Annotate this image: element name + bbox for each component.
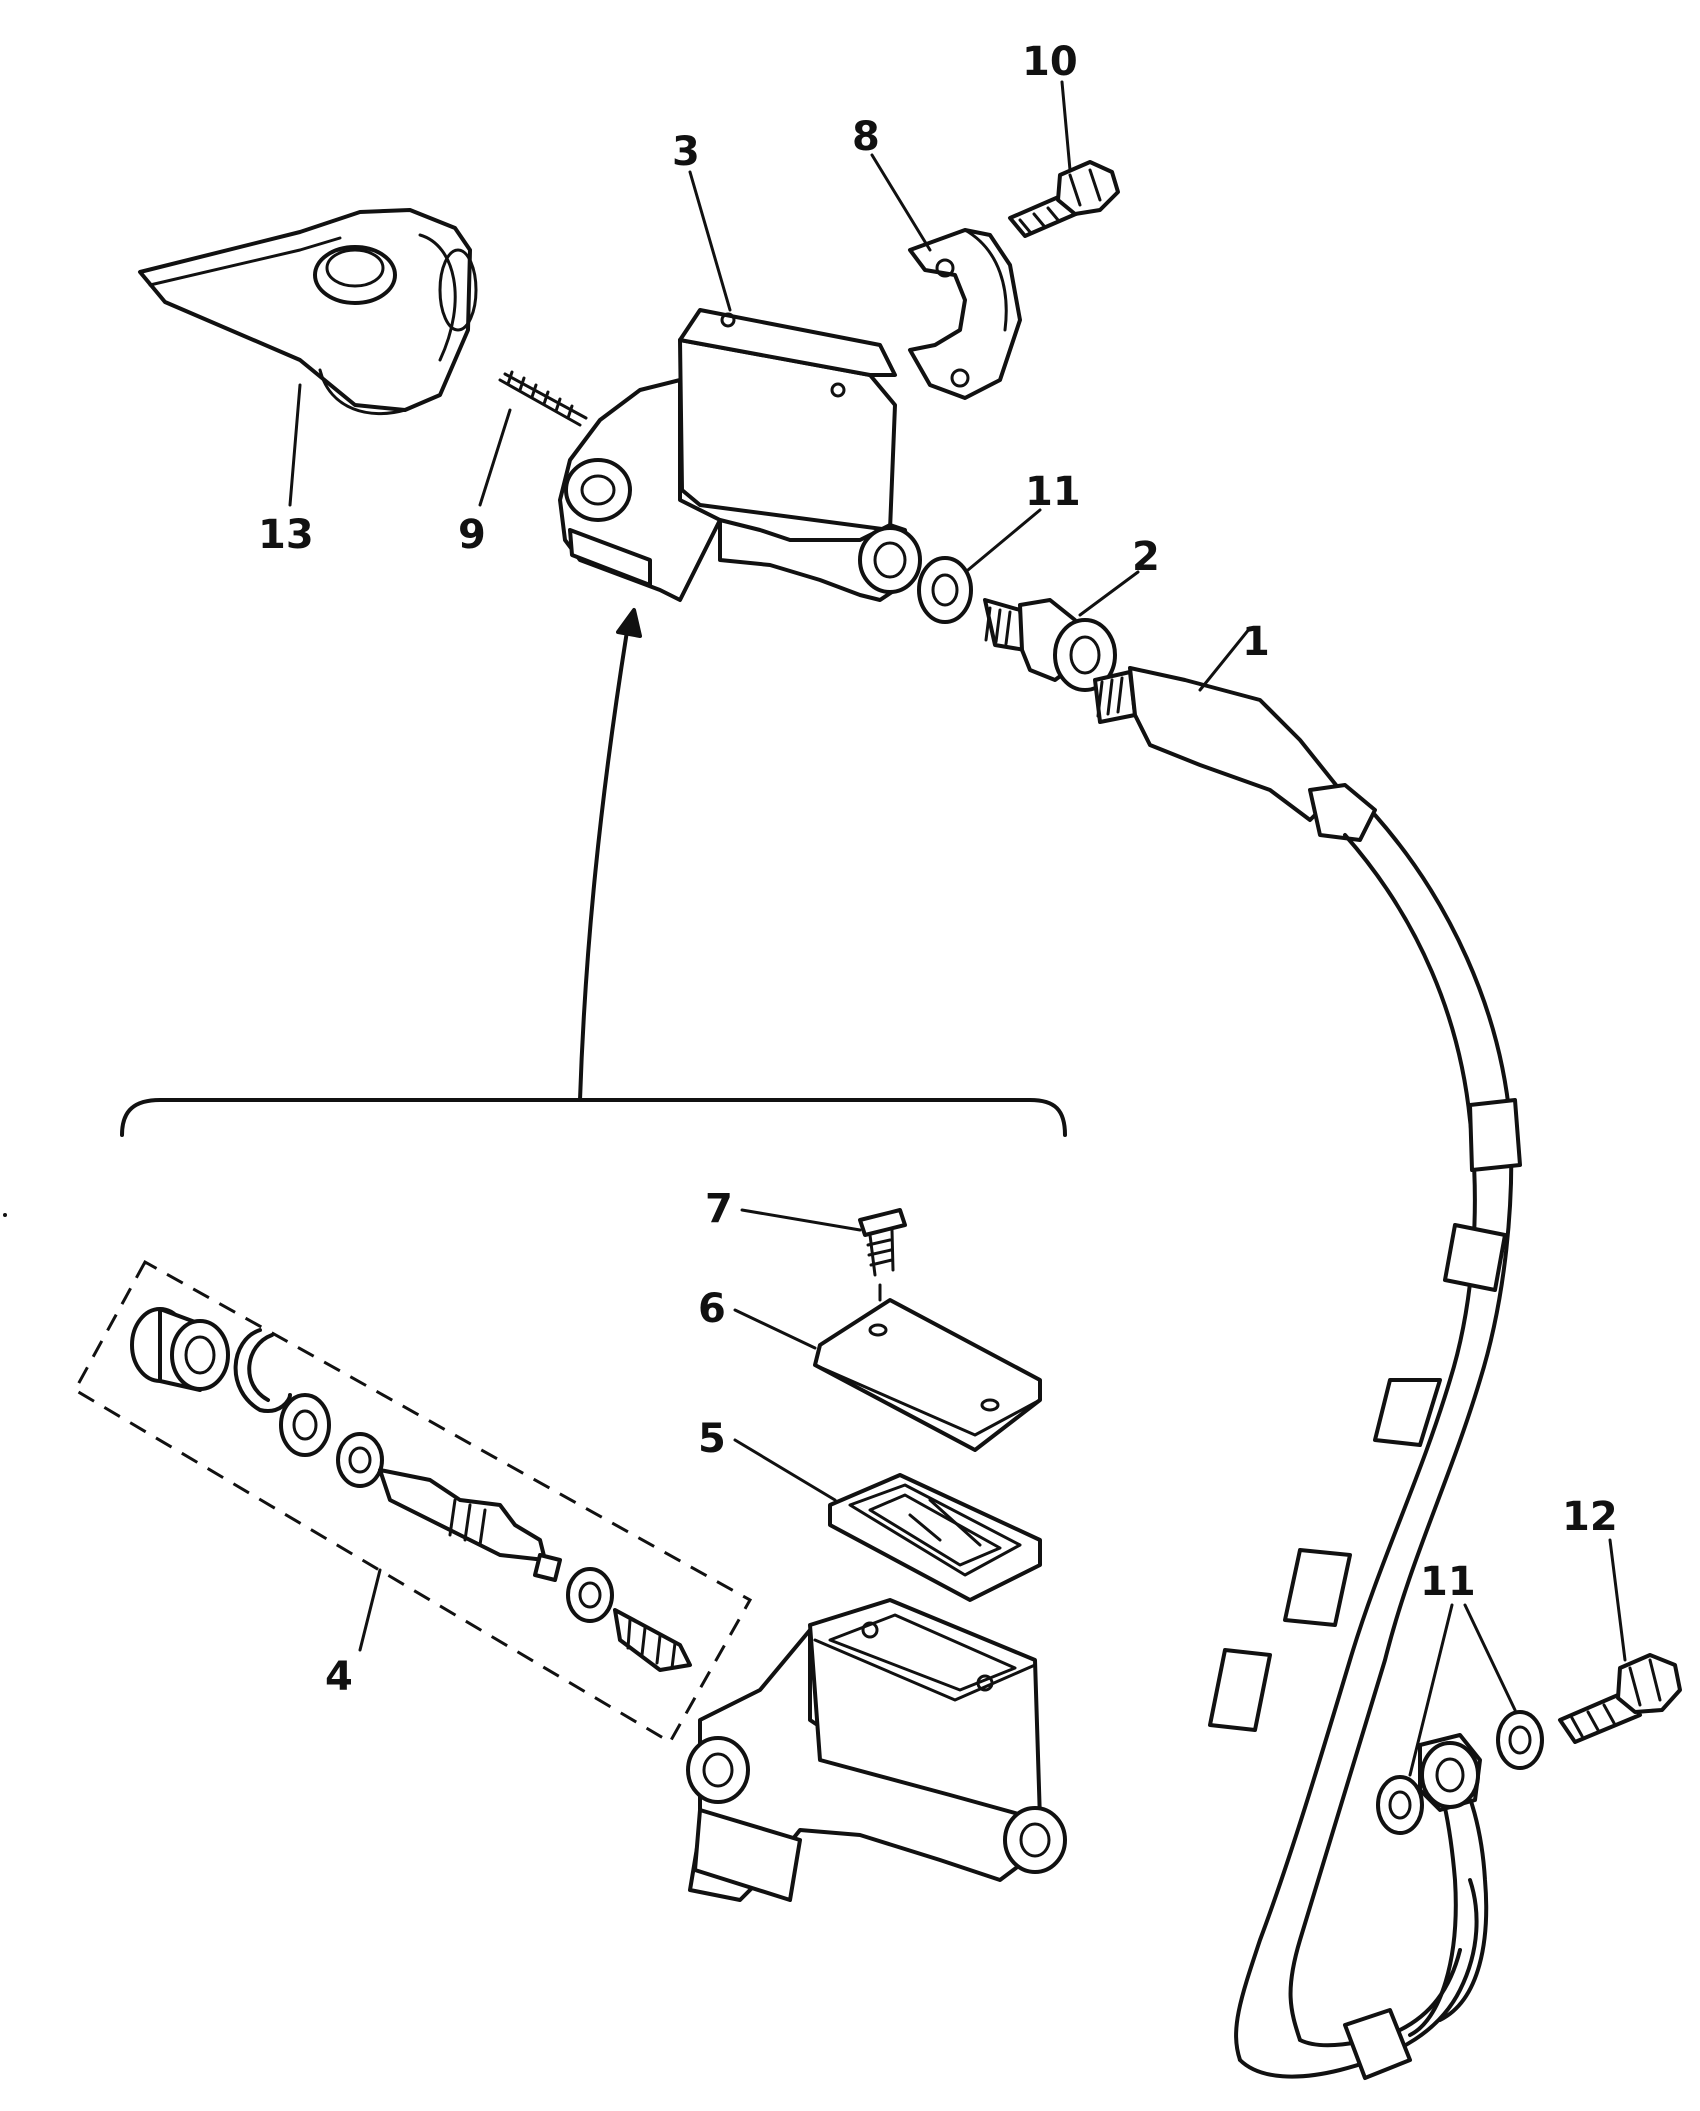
- callout-8: 8: [852, 114, 880, 160]
- callout-1: 1: [1242, 619, 1270, 665]
- leader-12: [1608, 1538, 1627, 1662]
- part-10-bolt: [1008, 160, 1120, 238]
- leader-8: [870, 153, 932, 252]
- leader-1: [1198, 626, 1252, 692]
- callout-6: 6: [698, 1286, 726, 1332]
- part-2-fitting: [983, 598, 1117, 692]
- callout-12: 12: [1562, 1494, 1618, 1540]
- leader-5: [733, 1438, 837, 1502]
- exploded-view-arrow: [120, 608, 1067, 1137]
- callout-5: 5: [698, 1416, 726, 1462]
- leader-10: [1060, 80, 1072, 172]
- callout-4: 4: [325, 1654, 353, 1700]
- part-13-lever-guard: [138, 208, 478, 416]
- callout-13: 13: [258, 512, 314, 558]
- part-1-clutch-hose: [1093, 666, 1522, 2080]
- leader-9: [478, 408, 512, 507]
- part-7-screw: [858, 1208, 907, 1302]
- callout-3: 3: [672, 129, 700, 175]
- part-3-master-cylinder: [558, 308, 922, 602]
- part-8-holder: [908, 228, 1022, 400]
- master-cylinder-body-exploded: [686, 1598, 1067, 1902]
- part-9-pivot-pin: [498, 370, 588, 427]
- stray-dot: [3, 1213, 7, 1217]
- leader-4: [358, 1568, 382, 1652]
- part-4-piston-kit: [72, 1259, 753, 1745]
- leader-2: [1078, 570, 1140, 617]
- callout-10: 10: [1022, 39, 1078, 85]
- leader-13: [288, 383, 302, 507]
- callout-11-top: 11: [1025, 469, 1081, 515]
- callout-2: 2: [1132, 534, 1160, 580]
- leader-11a: [966, 508, 1042, 572]
- part-11-washers-bottom: [1376, 1710, 1544, 1835]
- leader-3: [688, 170, 732, 312]
- part-12-union-bolt: [1558, 1653, 1682, 1744]
- part-6-reservoir-cap: [813, 1298, 1042, 1452]
- leader-7: [740, 1208, 862, 1232]
- callout-7: 7: [705, 1186, 733, 1232]
- part-5-diaphragm: [828, 1473, 1042, 1602]
- leader-6: [733, 1308, 817, 1350]
- part-11-washer-top: [917, 556, 973, 624]
- callout-11-bottom: 11: [1420, 1559, 1476, 1605]
- leader-11b-1: [1408, 1603, 1454, 1777]
- leader-11b-2: [1463, 1603, 1517, 1712]
- callout-9: 9: [458, 512, 486, 558]
